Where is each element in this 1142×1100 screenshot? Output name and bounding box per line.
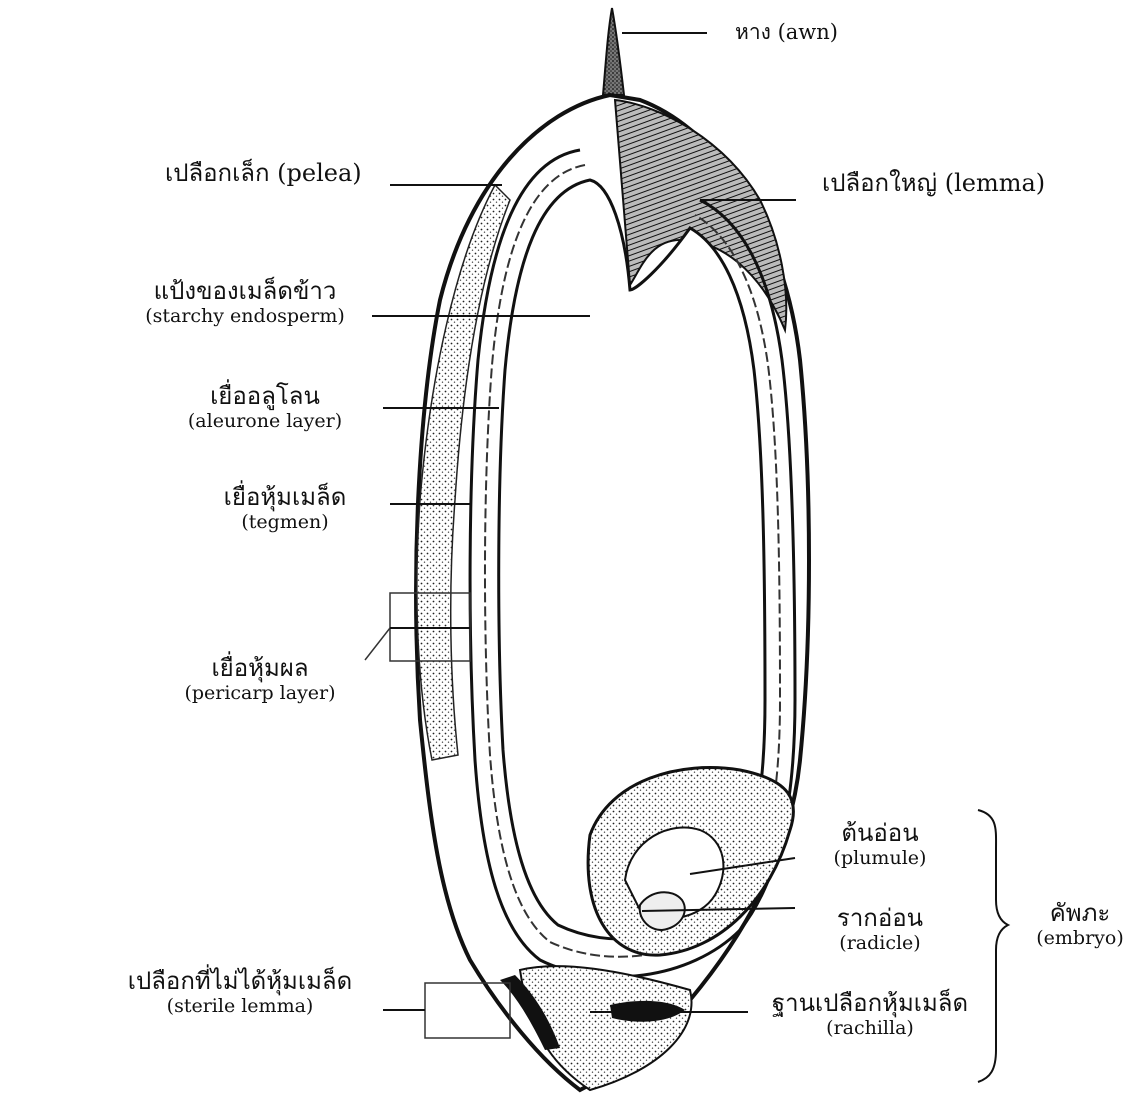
radicle-label-th: รากอ่อน	[805, 905, 955, 933]
lemma-label: เปลือกใหญ่ (lemma)	[822, 170, 1045, 198]
tegmen-label: เยื่อหุ้มเมล็ด (tegmen)	[195, 484, 375, 533]
aleurone-label: เยื่ออลูโลน (aleurone layer)	[165, 383, 365, 432]
sterile-lemma-label: เปลือกที่ไม่ได้หุ้มเมล็ด (sterile lemma)	[100, 968, 380, 1017]
awn-label: หาง (awn)	[735, 20, 838, 44]
endosperm-label: แป้งของเมล็ดข้าว (starchy endosperm)	[130, 278, 360, 327]
radicle-label-en: (radicle)	[805, 933, 955, 955]
sterile-lemma-label-th: เปลือกที่ไม่ได้หุ้มเมล็ด	[100, 968, 380, 996]
palea-label: เปลือกเล็ก (pelea)	[165, 160, 362, 188]
aleurone-label-th: เยื่ออลูโลน	[165, 383, 365, 411]
radicle-label: รากอ่อน (radicle)	[805, 905, 955, 954]
embryo-label-th: คัพภะ	[1020, 900, 1140, 928]
sterile-lemma-label-en: (sterile lemma)	[100, 996, 380, 1018]
tegmen-label-en: (tegmen)	[195, 512, 375, 534]
rachilla-label: ฐานเปลือกหุ้มเมล็ด (rachilla)	[755, 990, 985, 1039]
pericarp-label-en: (pericarp layer)	[160, 683, 360, 705]
embryo-label-en: (embryo)	[1020, 928, 1140, 950]
rachilla-label-th: ฐานเปลือกหุ้มเมล็ด	[755, 990, 985, 1018]
pericarp-label-th: เยื่อหุ้มผล	[160, 655, 360, 683]
plumule-label-th: ต้นอ่อน	[805, 820, 955, 848]
endosperm-label-th: แป้งของเมล็ดข้าว	[130, 278, 360, 306]
aleurone-label-en: (aleurone layer)	[165, 411, 365, 433]
plumule-label: ต้นอ่อน (plumule)	[805, 820, 955, 869]
plumule-label-en: (plumule)	[805, 848, 955, 870]
endosperm-label-en: (starchy endosperm)	[130, 306, 360, 328]
pericarp-label: เยื่อหุ้มผล (pericarp layer)	[160, 655, 360, 704]
awn-shape	[603, 8, 624, 95]
embryo-label: คัพภะ (embryo)	[1020, 900, 1140, 949]
rachilla-label-en: (rachilla)	[755, 1018, 985, 1040]
tegmen-label-th: เยื่อหุ้มเมล็ด	[195, 484, 375, 512]
